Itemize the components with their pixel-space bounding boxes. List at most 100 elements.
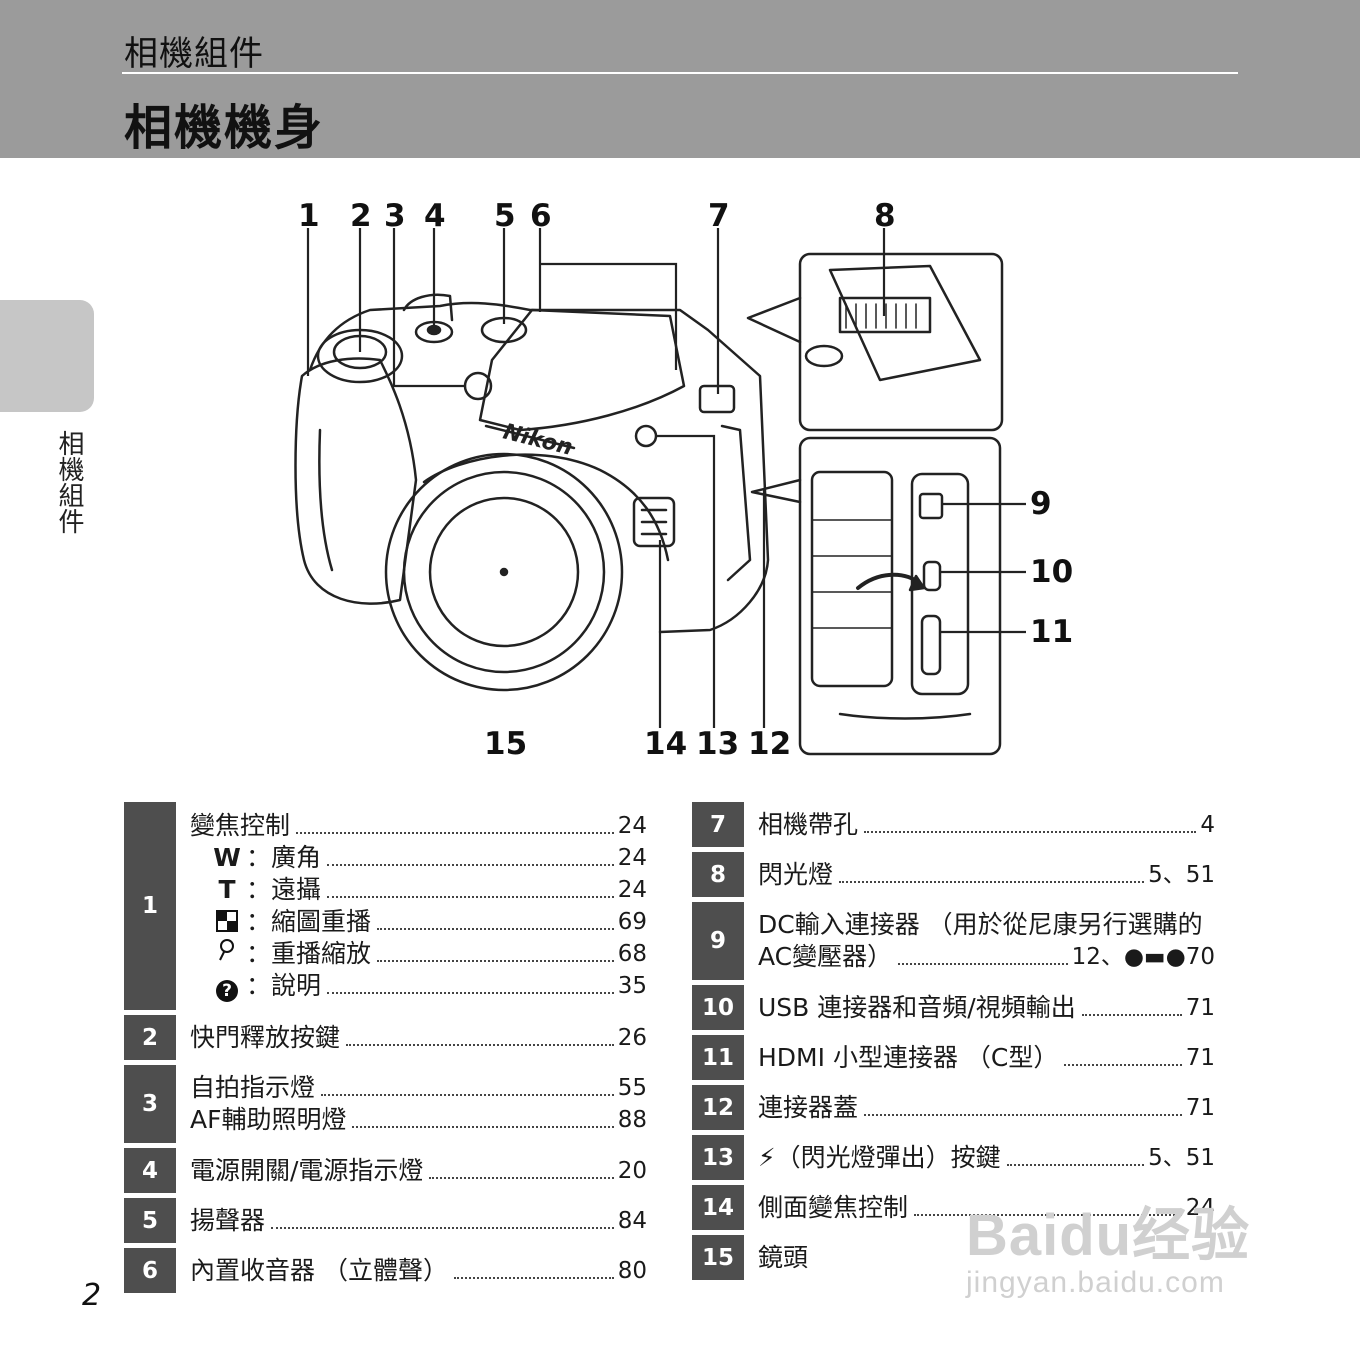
table-row: 4 電源開關/電源指示燈 20 bbox=[124, 1148, 648, 1193]
lens-ring bbox=[402, 470, 606, 674]
row-number: 9 bbox=[692, 902, 744, 980]
callout-10: 10 bbox=[1030, 554, 1073, 590]
camera-illustration: Nikon bbox=[294, 198, 1073, 762]
page-ref: 69 bbox=[617, 909, 647, 935]
callout-9: 9 bbox=[1030, 486, 1052, 522]
leader-6 bbox=[538, 228, 678, 370]
item-label: 連接器蓋 bbox=[758, 1092, 859, 1122]
page-ref: 35 bbox=[617, 973, 647, 999]
help-icon: ? bbox=[216, 980, 238, 1002]
callout-14: 14 bbox=[644, 726, 687, 762]
page-ref: 70 bbox=[1185, 944, 1215, 970]
page-ref: 26 bbox=[617, 1024, 647, 1051]
table-row: 6 內置收音器 （立體聲）80 bbox=[124, 1248, 648, 1293]
section-title: 相機組件 bbox=[124, 34, 264, 74]
page-ref: 5、51 bbox=[1148, 1144, 1215, 1171]
row-number: 4 bbox=[124, 1148, 176, 1193]
flash-icon: ⚡ bbox=[758, 1142, 776, 1172]
callout-13: 13 bbox=[696, 726, 739, 762]
door-ribs bbox=[811, 519, 893, 629]
page-number: 2 bbox=[82, 1278, 102, 1313]
inset-base bbox=[838, 712, 972, 720]
flash-unit bbox=[828, 264, 982, 382]
item-label: 鏡頭 bbox=[758, 1242, 809, 1272]
callout-7: 7 bbox=[708, 198, 730, 234]
row-number: 3 bbox=[124, 1065, 176, 1143]
flash-window-lines bbox=[845, 303, 917, 329]
callout-4: 4 bbox=[424, 198, 446, 234]
callout-1: 1 bbox=[298, 198, 320, 234]
item-label: ：說明 bbox=[246, 971, 322, 1000]
usb-av-port bbox=[922, 560, 942, 592]
watermark-main: Baidu经验 bbox=[966, 1203, 1251, 1268]
item-label: AF輔助照明燈 bbox=[190, 1105, 347, 1134]
page-ref: 55 bbox=[617, 1075, 647, 1101]
table-row: 9 DC輸入連接器 （用於從尼康另行選購的 AC變壓器）12、●▬●70 bbox=[692, 902, 1216, 980]
table-row: 7 相機帶孔 4 bbox=[692, 802, 1216, 847]
item-label: ：廣角 bbox=[246, 843, 322, 872]
page-ref: 4 bbox=[1200, 811, 1215, 838]
item-label: 閃光燈 bbox=[758, 859, 834, 889]
row-number: 7 bbox=[692, 802, 744, 847]
leader-lines bbox=[306, 228, 1026, 728]
flash-housing bbox=[478, 308, 686, 432]
hdmi-port bbox=[920, 614, 942, 676]
item-label: HDMI 小型連接器 （C型） bbox=[758, 1042, 1059, 1072]
side-tab bbox=[0, 300, 94, 412]
w-key-label: W bbox=[213, 843, 241, 872]
connector-inset-box bbox=[798, 436, 1002, 756]
callout-numbers: 1 2 3 4 5 6 7 8 9 10 11 12 13 14 15 bbox=[298, 198, 1073, 762]
row-number: 14 bbox=[692, 1185, 744, 1230]
callout-12: 12 bbox=[748, 726, 791, 762]
row-number: 6 bbox=[124, 1248, 176, 1293]
row-number: 11 bbox=[692, 1035, 744, 1080]
row-number: 10 bbox=[692, 985, 744, 1030]
page-ref: 5、51 bbox=[1148, 861, 1215, 888]
page-ref: 71 bbox=[1185, 1094, 1215, 1121]
callout-8: 8 bbox=[874, 198, 896, 234]
page-ref: 24 bbox=[617, 845, 647, 871]
side-zoom-grip bbox=[640, 508, 668, 536]
nikon-plate-edge bbox=[484, 424, 576, 450]
table-row: 8 閃光燈 5、51 bbox=[692, 852, 1216, 897]
callout-5: 5 bbox=[494, 198, 516, 234]
page-ref: 24 bbox=[1185, 1194, 1215, 1221]
row-number: 2 bbox=[124, 1015, 176, 1060]
item-label: ：重播縮放 bbox=[246, 939, 372, 968]
item-label: ：縮圖重播 bbox=[246, 907, 372, 936]
row-number: 12 bbox=[692, 1085, 744, 1130]
connector-cover-edge bbox=[720, 424, 752, 582]
item-label: ：遠攝 bbox=[246, 875, 322, 904]
callout-3: 3 bbox=[384, 198, 406, 234]
callout-15: 15 bbox=[484, 726, 527, 762]
top-step bbox=[402, 293, 454, 322]
body-outline bbox=[308, 301, 770, 634]
watermark-url: jingyan.baidu.com bbox=[966, 1266, 1225, 1299]
header-bar: 相機組件 相機機身 bbox=[0, 0, 1360, 158]
thumbnail-playback-icon bbox=[216, 910, 238, 932]
page-ref: 20 bbox=[617, 1157, 647, 1184]
callout-11: 11 bbox=[1030, 614, 1073, 650]
table-row: 11 HDMI 小型連接器 （C型）71 bbox=[692, 1035, 1216, 1080]
item-label: 電源開關/電源指示燈 bbox=[190, 1155, 424, 1185]
row-number: 8 bbox=[692, 852, 744, 897]
lens-outer bbox=[384, 452, 624, 692]
camera-figure: Nikon bbox=[240, 180, 1080, 780]
dc-input-port bbox=[918, 492, 944, 520]
item-label: 變焦控制 bbox=[190, 811, 291, 840]
callout-6: 6 bbox=[530, 198, 552, 234]
leader-13 bbox=[656, 434, 716, 728]
page-ref: 12、 bbox=[1071, 944, 1124, 970]
page-title: 相機機身 bbox=[124, 100, 325, 156]
item-label: DC輸入連接器 （用於從尼康另行選購的 bbox=[758, 910, 1203, 939]
item-label: 相機帶孔 bbox=[758, 809, 859, 839]
callout-2: 2 bbox=[350, 198, 372, 234]
grip-contour bbox=[318, 428, 334, 572]
item-label: 揚聲器 bbox=[190, 1205, 266, 1235]
